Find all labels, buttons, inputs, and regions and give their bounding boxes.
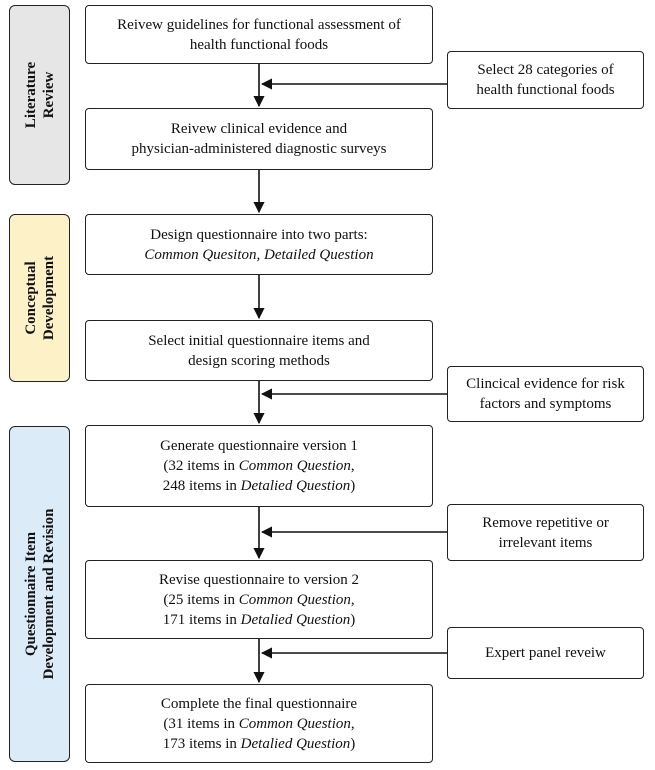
step-select-initial-items: Select initial questionnaire items and d… — [85, 320, 433, 381]
step-text-line1: Complete the final questionnaire — [160, 695, 358, 712]
text-part: , — [350, 458, 355, 474]
step-text-line1: Reivew clinical evidence and — [170, 121, 348, 137]
input-text-line1: Expert panel reveiw — [485, 645, 606, 661]
step-revise-version-2: Revise questionnaire to version 2 (25 it… — [85, 560, 433, 639]
text-emphasis: Detalied Question — [240, 735, 351, 752]
input-select-categories: Select 28 categories of health functiona… — [447, 51, 644, 109]
text-part: (31 items in — [163, 715, 239, 732]
input-text-line1: Clincical evidence for risk — [466, 376, 625, 392]
text-part: ) — [350, 735, 356, 752]
text-emphasis: Detalied Question — [240, 611, 351, 628]
input-text-line2: health functional foods — [476, 82, 615, 98]
step-text-line1: Select initial questionnaire items and — [148, 332, 370, 349]
text-emphasis: Common Question — [238, 591, 351, 608]
step-text-line1: Revise questionnaire to version 2 — [159, 571, 359, 588]
step-text-line1: Generate questionnaire version 1 — [160, 438, 358, 454]
step-text-line1: Design questionnaire into two parts: — [150, 226, 368, 243]
text-part: 171 items in — [162, 611, 241, 628]
input-clinical-evidence: Clincical evidence for risk factors and … — [447, 366, 644, 422]
input-text-line2: factors and symptoms — [479, 396, 612, 412]
step-complete-final: Complete the final questionnaire (31 ite… — [85, 684, 433, 763]
step-review-guidelines: Reivew guidelines for functional assessm… — [85, 5, 433, 64]
step-generate-version-1: Generate questionnaire version 1 (32 ite… — [85, 425, 433, 507]
step-text-line2: health functional foods — [189, 36, 329, 53]
text-part: , — [350, 715, 355, 732]
step-text-line2: design scoring methods — [188, 352, 330, 369]
input-text-line2: irrelevant items — [498, 534, 593, 551]
step-text-line2: Common Quesiton, Detailed Question — [144, 246, 374, 263]
step-text-line2: (31 items in Common Question, — [163, 714, 354, 734]
step-text-line1: Reivew guidelines for functional assessm… — [117, 16, 401, 33]
text-part: (25 items in — [163, 591, 239, 608]
text-part: 248 items in — [162, 478, 241, 494]
phase-conceptual-development: Conceptual Development — [9, 214, 70, 382]
text-emphasis: Common Question — [238, 458, 351, 474]
step-design-questionnaire: Design questionnaire into two parts: Com… — [85, 214, 433, 275]
step-text-line2: (25 items in Common Question, — [163, 590, 354, 610]
step-text-line3: 248 items in Detalied Question) — [163, 476, 356, 496]
step-review-clinical-evidence: Reivew clinical evidence and physician-a… — [85, 108, 433, 170]
step-text-line2: (32 items in Common Question, — [163, 456, 354, 476]
phase-literature-review: Literature Review — [9, 5, 70, 185]
text-emphasis: Common Question — [238, 715, 351, 732]
text-part: (32 items in — [163, 458, 239, 474]
phase-item-development: Questionnaire Item Development and Revis… — [9, 426, 70, 762]
text-part: 173 items in — [162, 735, 241, 752]
text-part: ) — [350, 478, 356, 494]
step-text-line3: 173 items in Detalied Question) — [163, 734, 356, 754]
text-part: ) — [350, 611, 356, 628]
step-text-line3: 171 items in Detalied Question) — [163, 610, 356, 630]
step-text-line2: physician-administered diagnostic survey… — [131, 141, 387, 157]
input-expert-review: Expert panel reveiw — [447, 627, 644, 679]
input-text-line1: Select 28 categories of — [477, 62, 614, 78]
input-text-line1: Remove repetitive or — [482, 514, 609, 531]
input-remove-items: Remove repetitive or irrelevant items — [447, 504, 644, 561]
text-emphasis: Detalied Question — [240, 478, 351, 494]
text-part: , — [350, 591, 355, 608]
